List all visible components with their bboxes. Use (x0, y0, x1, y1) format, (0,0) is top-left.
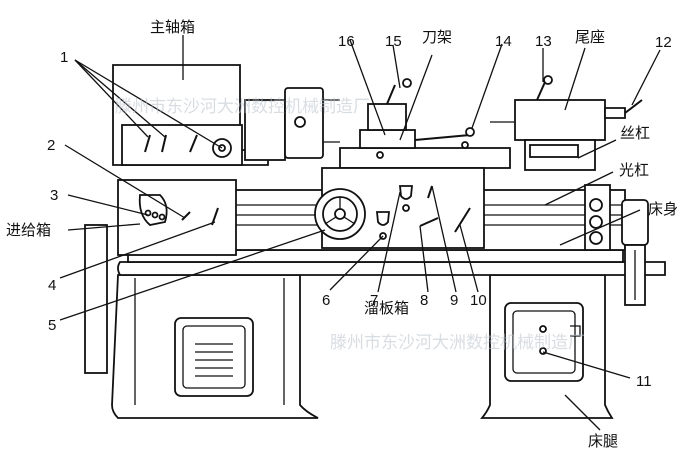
number-5: 5 (48, 317, 56, 334)
label-headstock: 主轴箱 (150, 18, 195, 36)
watermark-bottom: 滕州市东沙河大洲数控机械制造厂 (330, 333, 585, 353)
label-feed-box: 进给箱 (6, 221, 51, 239)
label-tool-post: 刀架 (422, 28, 452, 46)
number-1: 1 (60, 49, 68, 66)
number-9: 9 (450, 292, 458, 309)
watermark-top: 滕州市东沙河大洲数控机械制造厂 (115, 97, 370, 117)
number-15: 15 (385, 33, 402, 50)
leader-lines (59, 35, 661, 431)
left-bed-leg (111, 274, 319, 419)
left-stand (84, 224, 108, 374)
feed-box (117, 179, 237, 256)
number-16: 16 (338, 33, 355, 50)
bed-end-unit (621, 199, 649, 306)
number-12: 12 (655, 34, 672, 51)
apron (314, 167, 485, 249)
number-13: 13 (535, 33, 552, 50)
number-11: 11 (636, 373, 652, 390)
label-bed-leg: 床腿 (588, 432, 618, 450)
number-3: 3 (50, 187, 58, 204)
chuck (284, 87, 340, 159)
tailstock (490, 75, 643, 171)
number-14: 14 (495, 33, 512, 50)
label-tailstock: 尾座 (575, 28, 605, 46)
headstock (112, 64, 286, 166)
number-8: 8 (420, 292, 428, 309)
label-lead-screw: 丝杠 (620, 124, 650, 142)
number-10: 10 (470, 292, 487, 309)
label-apron: 溜板箱 (364, 299, 409, 317)
number-4: 4 (48, 277, 56, 294)
right-bed-leg (480, 274, 614, 419)
number-7: 7 (370, 292, 378, 309)
number-6: 6 (322, 292, 330, 309)
number-2: 2 (47, 137, 55, 154)
label-bed: 床身 (648, 200, 678, 218)
label-feed-rod: 光杠 (619, 161, 649, 179)
